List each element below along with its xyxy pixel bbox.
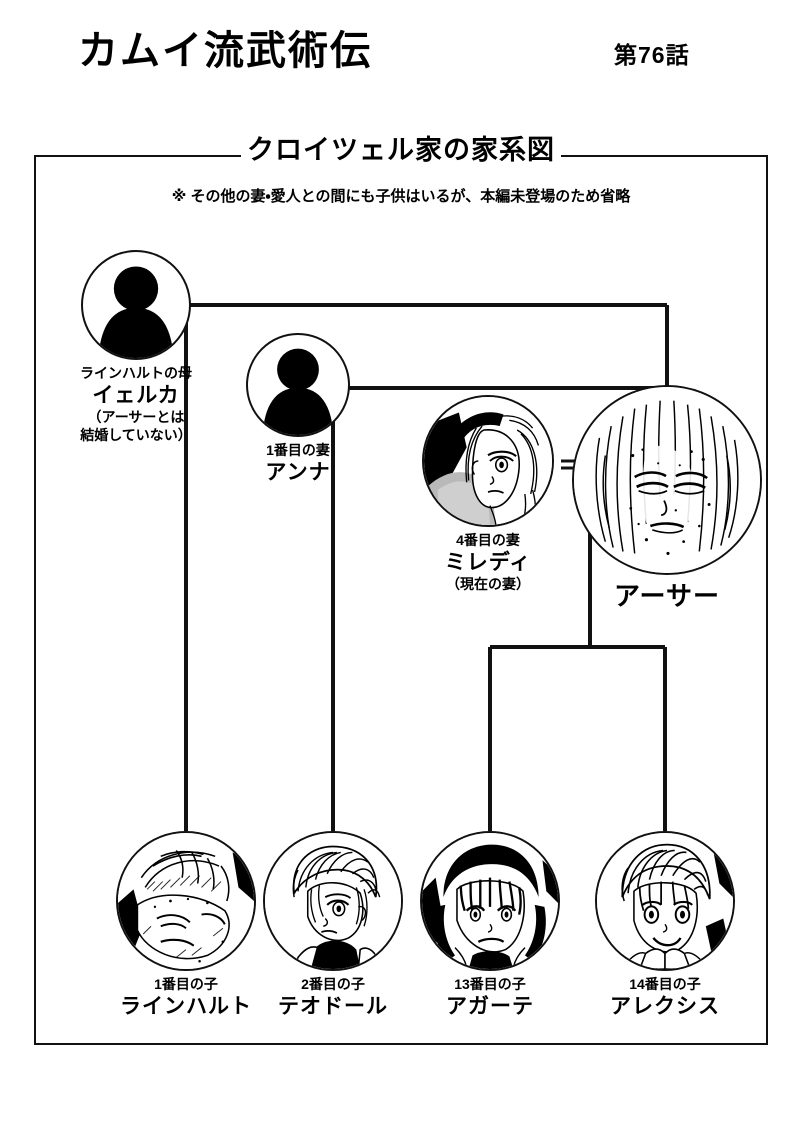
diagram-title: クロイツェル家の家系図 [34, 135, 768, 165]
anna-name: アンナ [265, 460, 331, 484]
alexis-name: アレクシス [610, 994, 720, 1018]
yelka-role: ラインハルトの母 [80, 365, 192, 381]
yelka-avatar [81, 250, 191, 360]
theodor-name: テオドール [278, 994, 388, 1018]
family-tree-diagram: クロイツェル家の家系図 ※ その他の妻・愛人との間にも子供はいるが、本編未登場の… [34, 135, 768, 1045]
silhouette-avatar-icon [98, 266, 174, 358]
node-anna[interactable]: 1番目の妻 アンナ [223, 333, 373, 485]
diagram-note: ※ その他の妻・愛人との間にも子供はいるが、本編未登場のため省略 [171, 188, 631, 205]
agathe-portrait-icon [422, 833, 558, 969]
node-reinhardt[interactable]: 1番目の子 ラインハルト [116, 831, 256, 1019]
agathe-role: 13番目の子 [454, 976, 526, 992]
yelka-note-line1: （アーサーとは [87, 409, 185, 425]
manga-title: カムイ流武術伝 [78, 28, 372, 74]
silhouette-avatar-icon [262, 348, 334, 435]
anna-avatar [246, 333, 350, 437]
milady-note: （現在の妻） [446, 576, 530, 592]
agathe-name: アガーテ [446, 994, 534, 1018]
node-yelka[interactable]: ラインハルトの母 イェルカ （アーサーとは 結婚していない） [56, 250, 216, 444]
milady-role: 4番目の妻 [456, 532, 520, 548]
arthur-avatar [572, 385, 762, 575]
yelka-name: イェルカ [92, 383, 180, 407]
theodor-role: 2番目の子 [301, 976, 365, 992]
reinhardt-portrait-icon [118, 833, 254, 969]
anna-role: 1番目の妻 [266, 442, 330, 458]
milady-name: ミレディ [444, 550, 532, 574]
diagram-title-text: クロイツェル家の家系図 [241, 135, 561, 165]
node-milady[interactable]: 4番目の妻 ミレディ （現在の妻） [410, 395, 566, 593]
page-header: カムイ流武術伝 第76話 [0, 0, 800, 110]
milady-avatar [422, 395, 554, 527]
milady-portrait-icon [424, 397, 552, 525]
theodor-avatar [263, 831, 403, 971]
node-alexis[interactable]: 14番目の子 アレクシス [595, 831, 735, 1019]
alexis-avatar [595, 831, 735, 971]
yelka-note-line2: 結婚していない） [80, 427, 192, 443]
reinhardt-name: ラインハルト [120, 994, 252, 1018]
node-theodor[interactable]: 2番目の子 テオドール [263, 831, 403, 1019]
chapter-label: 第76話 [614, 42, 690, 68]
node-agathe[interactable]: 13番目の子 アガーテ [420, 831, 560, 1019]
arthur-name: アーサー [614, 582, 720, 612]
alexis-portrait-icon [597, 833, 733, 969]
theodor-portrait-icon [265, 833, 401, 969]
node-arthur[interactable]: アーサー [572, 385, 762, 613]
alexis-role: 14番目の子 [629, 976, 701, 992]
reinhardt-avatar [116, 831, 256, 971]
arthur-portrait-icon [574, 387, 760, 573]
reinhardt-role: 1番目の子 [154, 976, 218, 992]
agathe-avatar [420, 831, 560, 971]
